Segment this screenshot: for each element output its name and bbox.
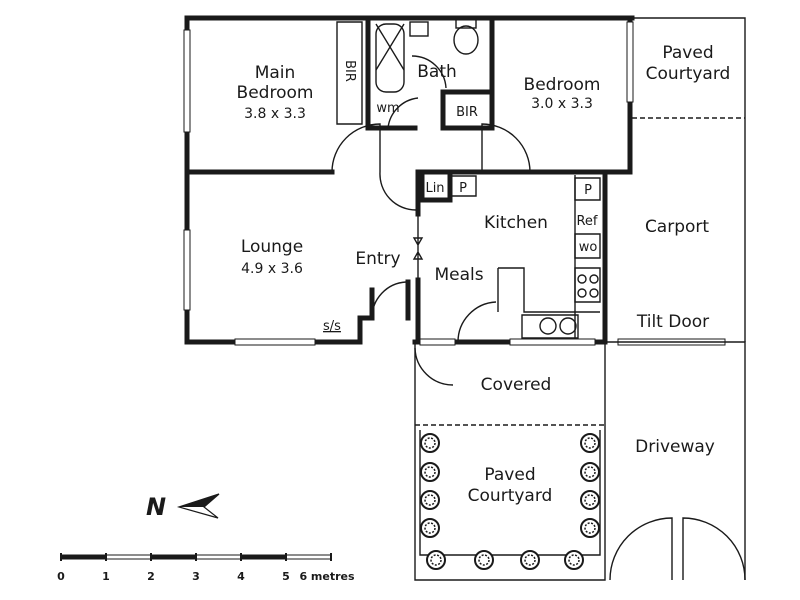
plant-icon xyxy=(520,550,540,570)
plant-icon xyxy=(580,433,600,453)
scale-segment xyxy=(240,554,287,560)
main-bedroom-label: Main xyxy=(255,63,296,83)
scale-segment xyxy=(285,554,332,560)
lounge-size: 4.9 x 3.6 xyxy=(241,261,303,277)
plant-icon xyxy=(420,433,440,453)
main-bedroom-label-2: Bedroom xyxy=(237,83,314,103)
north-label: N xyxy=(146,493,166,521)
bedroom-label: Bedroom xyxy=(524,75,601,95)
covered-label: Covered xyxy=(481,375,552,395)
lin-label: Lin xyxy=(425,181,444,196)
scale-segment xyxy=(195,554,242,560)
scale-tick-label: 5 xyxy=(282,570,290,583)
scale-tick-label: 1 xyxy=(102,570,110,583)
scale-bar: 0 1 2 3 4 5 6 metres xyxy=(57,553,355,583)
plant-icon xyxy=(564,550,584,570)
wo-label: wo xyxy=(579,240,598,255)
plant-icon xyxy=(580,490,600,510)
walls xyxy=(183,15,746,581)
bath-label: Bath xyxy=(417,62,457,82)
plant-icon xyxy=(420,462,440,482)
kitchen-label: Kitchen xyxy=(484,213,548,233)
scale-segment xyxy=(150,554,197,560)
plant-icon xyxy=(580,518,600,538)
bedroom-size: 3.0 x 3.3 xyxy=(531,96,593,112)
tilt-door-label: Tilt Door xyxy=(636,312,709,332)
ss-label: s/s xyxy=(323,319,341,334)
plant-icon xyxy=(426,550,446,570)
plant-icon xyxy=(580,462,600,482)
plant-icon xyxy=(420,518,440,538)
pantry-label: P xyxy=(459,181,467,196)
pantry-right-label: P xyxy=(584,183,592,198)
meals-label: Meals xyxy=(434,265,483,285)
carport-label: Carport xyxy=(645,217,709,237)
plant-icon xyxy=(420,490,440,510)
entry-label: Entry xyxy=(355,249,400,269)
garden-plants xyxy=(420,433,600,570)
scale-tick-label: 0 xyxy=(57,570,65,583)
scale-tick-label: 2 xyxy=(147,570,155,583)
paved-courtyard-top-label: Paved xyxy=(662,43,713,63)
scale-segment xyxy=(105,554,152,560)
scale-tick-label: 6 metres xyxy=(299,570,355,583)
paved-courtyard-top-label-2: Courtyard xyxy=(646,64,731,84)
paved-courtyard-bottom-label-2: Courtyard xyxy=(468,486,553,506)
lounge-label: Lounge xyxy=(241,237,303,257)
paved-courtyard-bottom-label: Paved xyxy=(484,465,535,485)
wm-label: wm xyxy=(376,101,399,116)
main-bedroom-size: 3.8 x 3.3 xyxy=(244,106,306,122)
scale-segment xyxy=(60,554,107,560)
scale-tick-label: 3 xyxy=(192,570,200,583)
ref-label: Ref xyxy=(576,214,597,229)
bir-bedroom-label: BIR xyxy=(456,105,478,120)
bir-main-label: BIR xyxy=(342,60,357,82)
scale-tick-label: 4 xyxy=(237,570,245,583)
plant-icon xyxy=(474,550,494,570)
north-compass: N xyxy=(146,493,220,521)
driveway-label: Driveway xyxy=(635,437,715,457)
